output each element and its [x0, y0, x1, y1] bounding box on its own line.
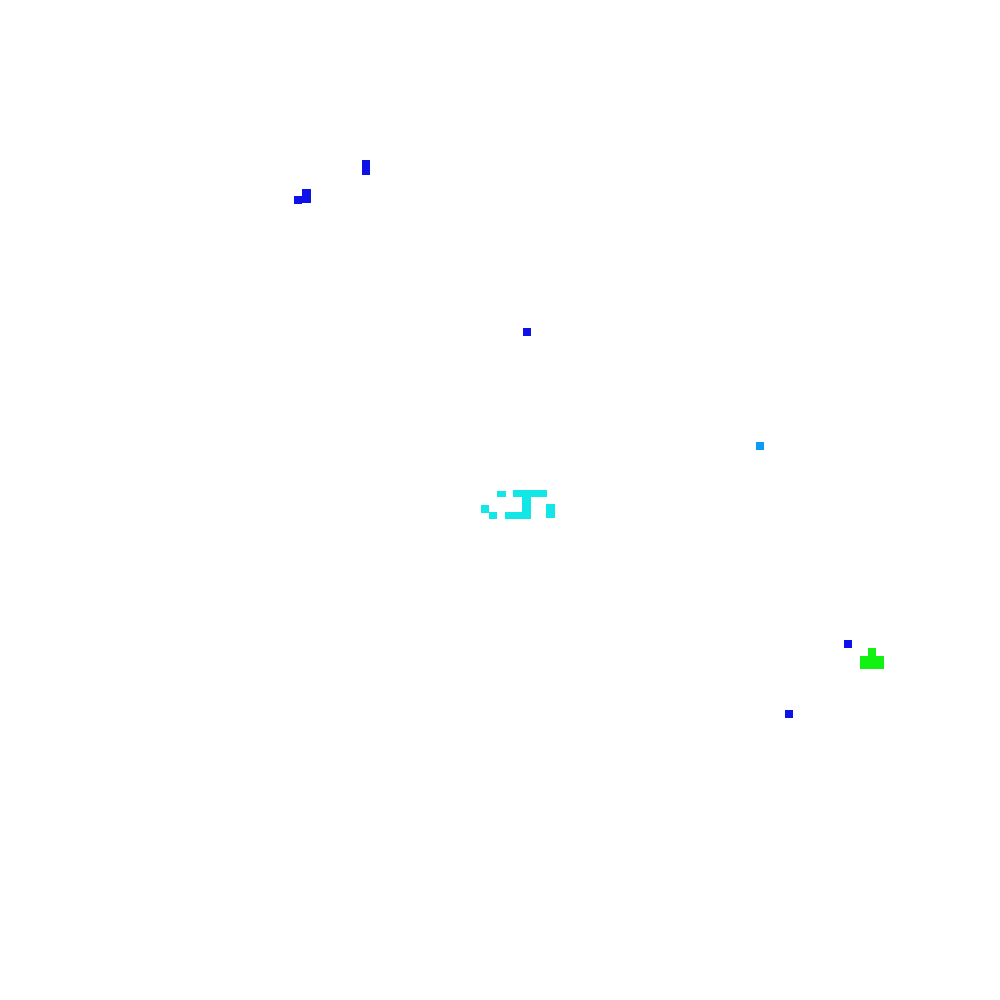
blue-dot-lower-right-pixel-0	[844, 640, 852, 648]
light-blue-dot-right-pixel-0	[756, 442, 764, 450]
cyan-cluster-center-pixel-1	[513, 490, 547, 497]
green-cluster-lower-right-pixel-0	[868, 648, 876, 656]
cyan-cluster-center-pixel-0	[497, 491, 506, 497]
blue-dot-center-top-pixel-0	[523, 328, 531, 336]
cyan-cluster-center-pixel-6	[546, 504, 555, 518]
cyan-cluster-center-pixel-2	[522, 497, 531, 519]
blue-dot-bottom-right-pixel-0	[785, 710, 793, 718]
green-cluster-lower-right-pixel-1	[860, 656, 884, 669]
cyan-cluster-center-pixel-4	[481, 505, 489, 513]
blue-cluster-top-pixel-0	[362, 160, 370, 175]
blue-cluster-top-left-pixel-1	[302, 189, 311, 203]
cyan-cluster-center-pixel-5	[489, 512, 497, 519]
cyan-cluster-center-pixel-3	[505, 512, 522, 519]
blue-cluster-top-left-pixel-0	[294, 196, 302, 204]
